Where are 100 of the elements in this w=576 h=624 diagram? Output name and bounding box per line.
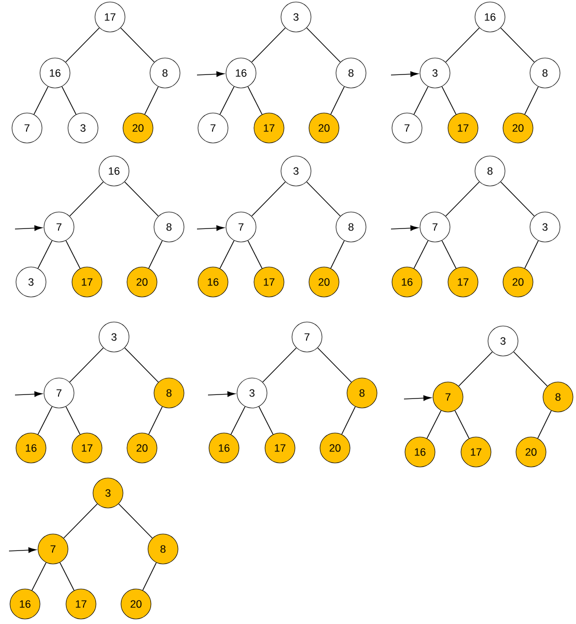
tree-edge — [306, 182, 341, 217]
tree-edge — [524, 240, 539, 269]
tree-edge — [330, 240, 345, 269]
tree-edge — [330, 86, 345, 115]
tree-node: 7 — [44, 212, 74, 242]
tree-node: 20 — [502, 266, 534, 298]
tree-edge — [124, 182, 159, 217]
tree-node: 20 — [126, 266, 158, 298]
tree-node: 16 — [40, 58, 70, 88]
tree-node: 3 — [280, 156, 312, 186]
tree-edge — [341, 406, 356, 435]
tree-node: 8 — [154, 212, 184, 242]
tree-edge — [66, 406, 80, 435]
tree-node: 17 — [254, 112, 284, 144]
tree-edge — [414, 86, 428, 115]
tree-node: 8 — [474, 156, 506, 186]
tree-node: 20 — [120, 588, 152, 620]
tree-edge — [120, 28, 155, 62]
tree-node: 20 — [122, 112, 154, 144]
tree-node: 20 — [320, 432, 350, 464]
tree-edge — [66, 240, 80, 269]
tree-node: 8 — [542, 382, 574, 412]
tree-edge — [34, 86, 48, 115]
tree-node: 16 — [208, 432, 240, 464]
tree-edge — [445, 182, 480, 217]
tree-edge — [317, 348, 352, 382]
tree-edge — [458, 352, 493, 386]
tree-node: 3 — [236, 378, 268, 408]
tree-node: 16 — [226, 58, 256, 88]
tree-edge — [414, 240, 428, 269]
tree-edge — [251, 182, 286, 217]
tree-edge — [500, 182, 535, 217]
tree-edge — [144, 86, 159, 115]
tree-node: 3 — [68, 112, 98, 144]
tree-edge — [262, 348, 297, 382]
tree-node: 16 — [16, 432, 46, 464]
tree-edge — [426, 410, 442, 439]
tree-edge — [38, 406, 52, 435]
tree-edge — [142, 562, 157, 591]
tree-edge — [454, 410, 470, 439]
tree-edge — [445, 28, 480, 62]
tree-node: 16 — [98, 156, 130, 186]
tree-node: 3 — [98, 322, 130, 352]
tree-node: 8 — [346, 378, 378, 408]
tree-edge — [513, 352, 548, 386]
tree-node: 20 — [308, 112, 340, 144]
tree-edge — [62, 86, 76, 115]
tree-edge — [69, 182, 104, 217]
tree-edge — [248, 86, 262, 115]
tree-node: 8 — [154, 378, 184, 408]
tree-node: 17 — [72, 266, 102, 298]
tree-node: 16 — [404, 436, 436, 468]
tree-edge — [306, 28, 341, 62]
tree-edge — [148, 406, 163, 435]
tree-node: 8 — [148, 534, 178, 564]
arrow — [196, 225, 224, 231]
tree-node: 3 — [420, 58, 450, 88]
tree-node: 17 — [254, 266, 284, 298]
tree-node: 3 — [530, 212, 560, 242]
tree-edge — [148, 240, 163, 269]
tree-edge — [258, 406, 274, 435]
tree-edge — [251, 28, 286, 62]
tree-node: 7 — [198, 112, 228, 144]
tree-node: 7 — [44, 378, 74, 408]
tree-edge — [442, 86, 456, 115]
tree-node: 3 — [488, 326, 518, 356]
tree-node: 17 — [66, 588, 96, 620]
tree-edge — [442, 240, 456, 269]
arrow — [390, 225, 418, 231]
tree-node: 16 — [10, 588, 40, 620]
tree-node: 7 — [292, 322, 322, 352]
tree-edge — [38, 240, 52, 269]
arrow — [8, 547, 36, 553]
tree-node: 17 — [264, 432, 296, 464]
arrow — [208, 391, 236, 397]
tree-node: 8 — [336, 212, 366, 242]
tree-node: 7 — [226, 212, 256, 242]
tree-edge — [524, 86, 539, 115]
tree-node: 7 — [432, 382, 464, 412]
tree-edge — [65, 28, 100, 62]
tree-edge — [220, 240, 234, 269]
tree-node: 16 — [198, 266, 228, 298]
tree-node: 8 — [150, 58, 180, 88]
tree-edge — [32, 562, 46, 591]
tree-node: 7 — [392, 112, 422, 144]
tree-edge — [63, 504, 98, 539]
tree-node: 17 — [448, 266, 478, 298]
tree-edge — [230, 406, 246, 435]
tree-node: 16 — [392, 266, 422, 298]
tree-node: 16 — [474, 2, 506, 32]
arrow — [14, 225, 42, 231]
tree-node: 3 — [92, 478, 124, 508]
arrow — [390, 71, 418, 77]
tree-node: 20 — [516, 436, 546, 468]
tree-node: 17 — [72, 432, 102, 464]
arrow — [196, 71, 224, 77]
tree-node: 8 — [336, 58, 366, 88]
tree-edge — [537, 410, 552, 439]
tree-edge — [500, 28, 535, 62]
tree-node: 17 — [448, 112, 478, 144]
